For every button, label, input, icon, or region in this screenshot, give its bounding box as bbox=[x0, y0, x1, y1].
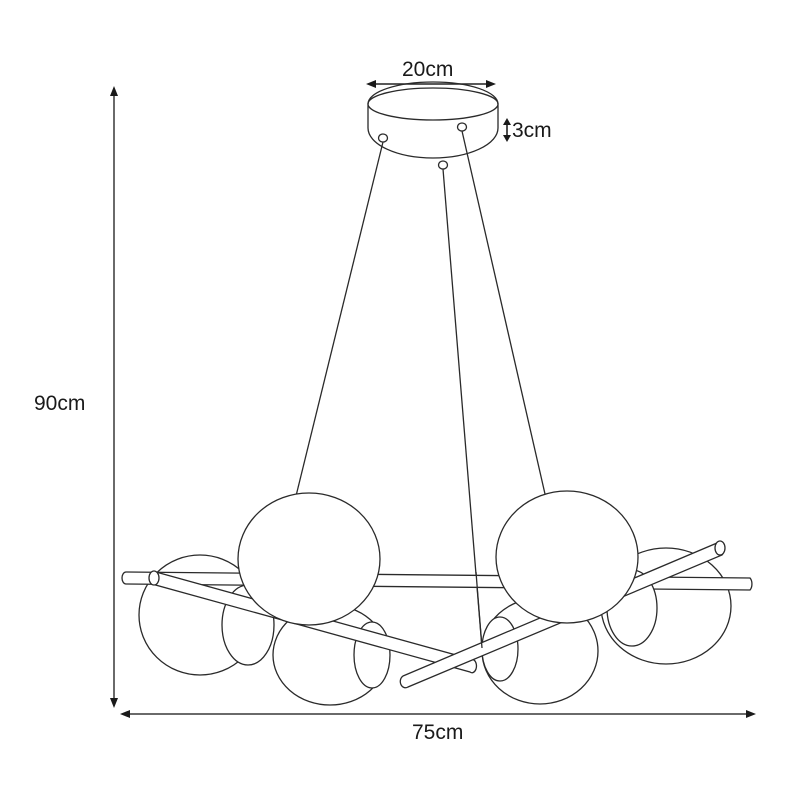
dimension-total-width bbox=[120, 710, 756, 718]
front-cable-overlay bbox=[475, 571, 483, 649]
canopy-diameter-label: 20cm bbox=[402, 58, 454, 81]
cable-connector-front bbox=[437, 160, 449, 170]
suspension-cables bbox=[295, 130, 546, 649]
dimension-canopy-height bbox=[503, 118, 511, 142]
globe-front-left-upper bbox=[237, 492, 381, 626]
ceiling-canopy bbox=[367, 81, 499, 170]
canopy-height-label: 3cm bbox=[512, 119, 552, 142]
total-width-label: 75cm bbox=[412, 721, 464, 744]
cable-connector-left bbox=[377, 133, 389, 143]
dimension-total-height bbox=[110, 86, 118, 708]
dimension-canopy-diameter bbox=[366, 80, 496, 88]
total-height-label: 90cm bbox=[34, 392, 86, 415]
globe-front-right-upper bbox=[495, 490, 639, 624]
cable-connector-right bbox=[456, 122, 468, 132]
